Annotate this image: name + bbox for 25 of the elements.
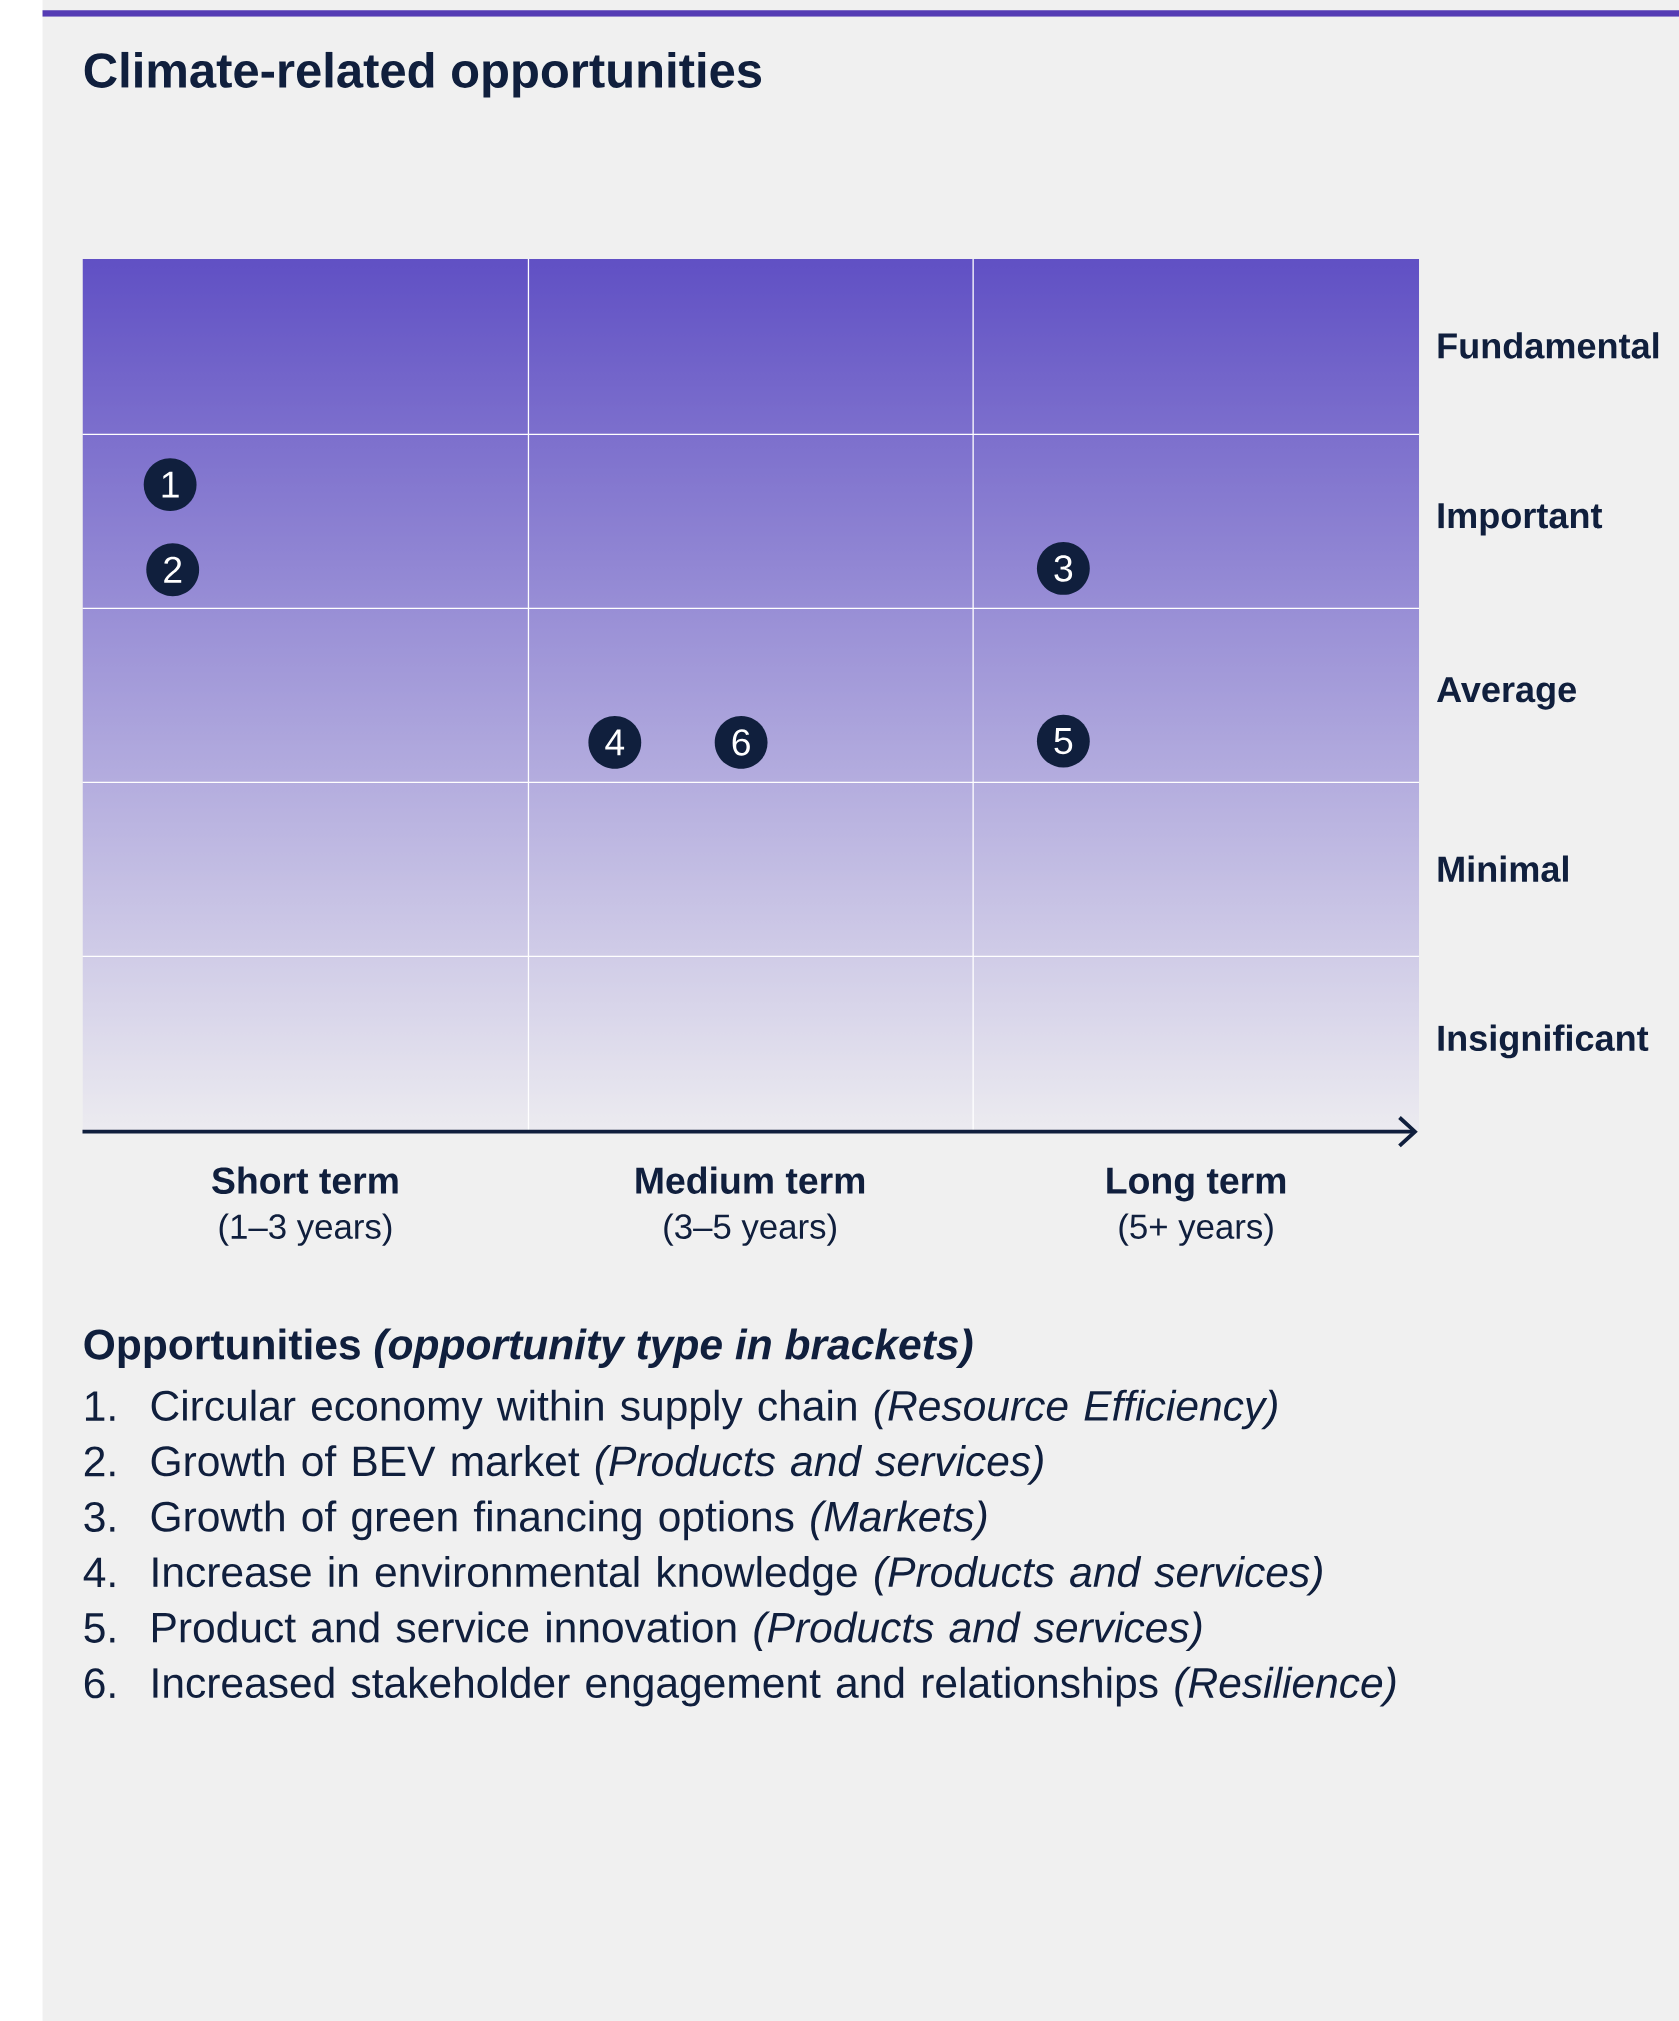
column-label: Medium term [636, 1166, 864, 1194]
list-number: 3. [84, 1501, 115, 1533]
row-label: Important [1438, 503, 1602, 536]
row-label: Insignificant [1438, 1024, 1649, 1059]
list-item: Increased stakeholder engagement and relationships (Resilience) [153, 1666, 1396, 1707]
list-number: 5. [84, 1613, 115, 1643]
list-number: 4. [83, 1557, 115, 1588]
column-sublabel: (3–5 years) [664, 1213, 836, 1246]
column-sublabel: (5+ years) [1119, 1213, 1273, 1246]
list-item: Growth of green financing options (Markets) [151, 1500, 986, 1541]
list-item: Circular economy within supply chain (Resource Efficiency) [151, 1389, 1277, 1430]
list-number: 6. [84, 1668, 115, 1699]
row-label: Minimal [1438, 855, 1568, 882]
list-item: Growth of BEV market (Products and services) [151, 1445, 1043, 1485]
title: Climate-related opportunities [84, 51, 761, 98]
row-label: Average [1436, 677, 1576, 710]
row-label: Fundamental [1438, 332, 1658, 359]
list-number: 1. [85, 1391, 115, 1421]
column-sublabel: (1–3 years) [219, 1213, 392, 1246]
column-label: Long term [1107, 1167, 1285, 1202]
list-heading: Opportunities (opportunity type in brackets) [84, 1328, 973, 1369]
list-number: 2. [84, 1446, 115, 1477]
list-item: Product and service innovation (Products and services) [152, 1611, 1202, 1651]
column-label: Short term [211, 1166, 398, 1194]
list-item: Increase in environmental knowledge (Products and services) [153, 1555, 1322, 1596]
